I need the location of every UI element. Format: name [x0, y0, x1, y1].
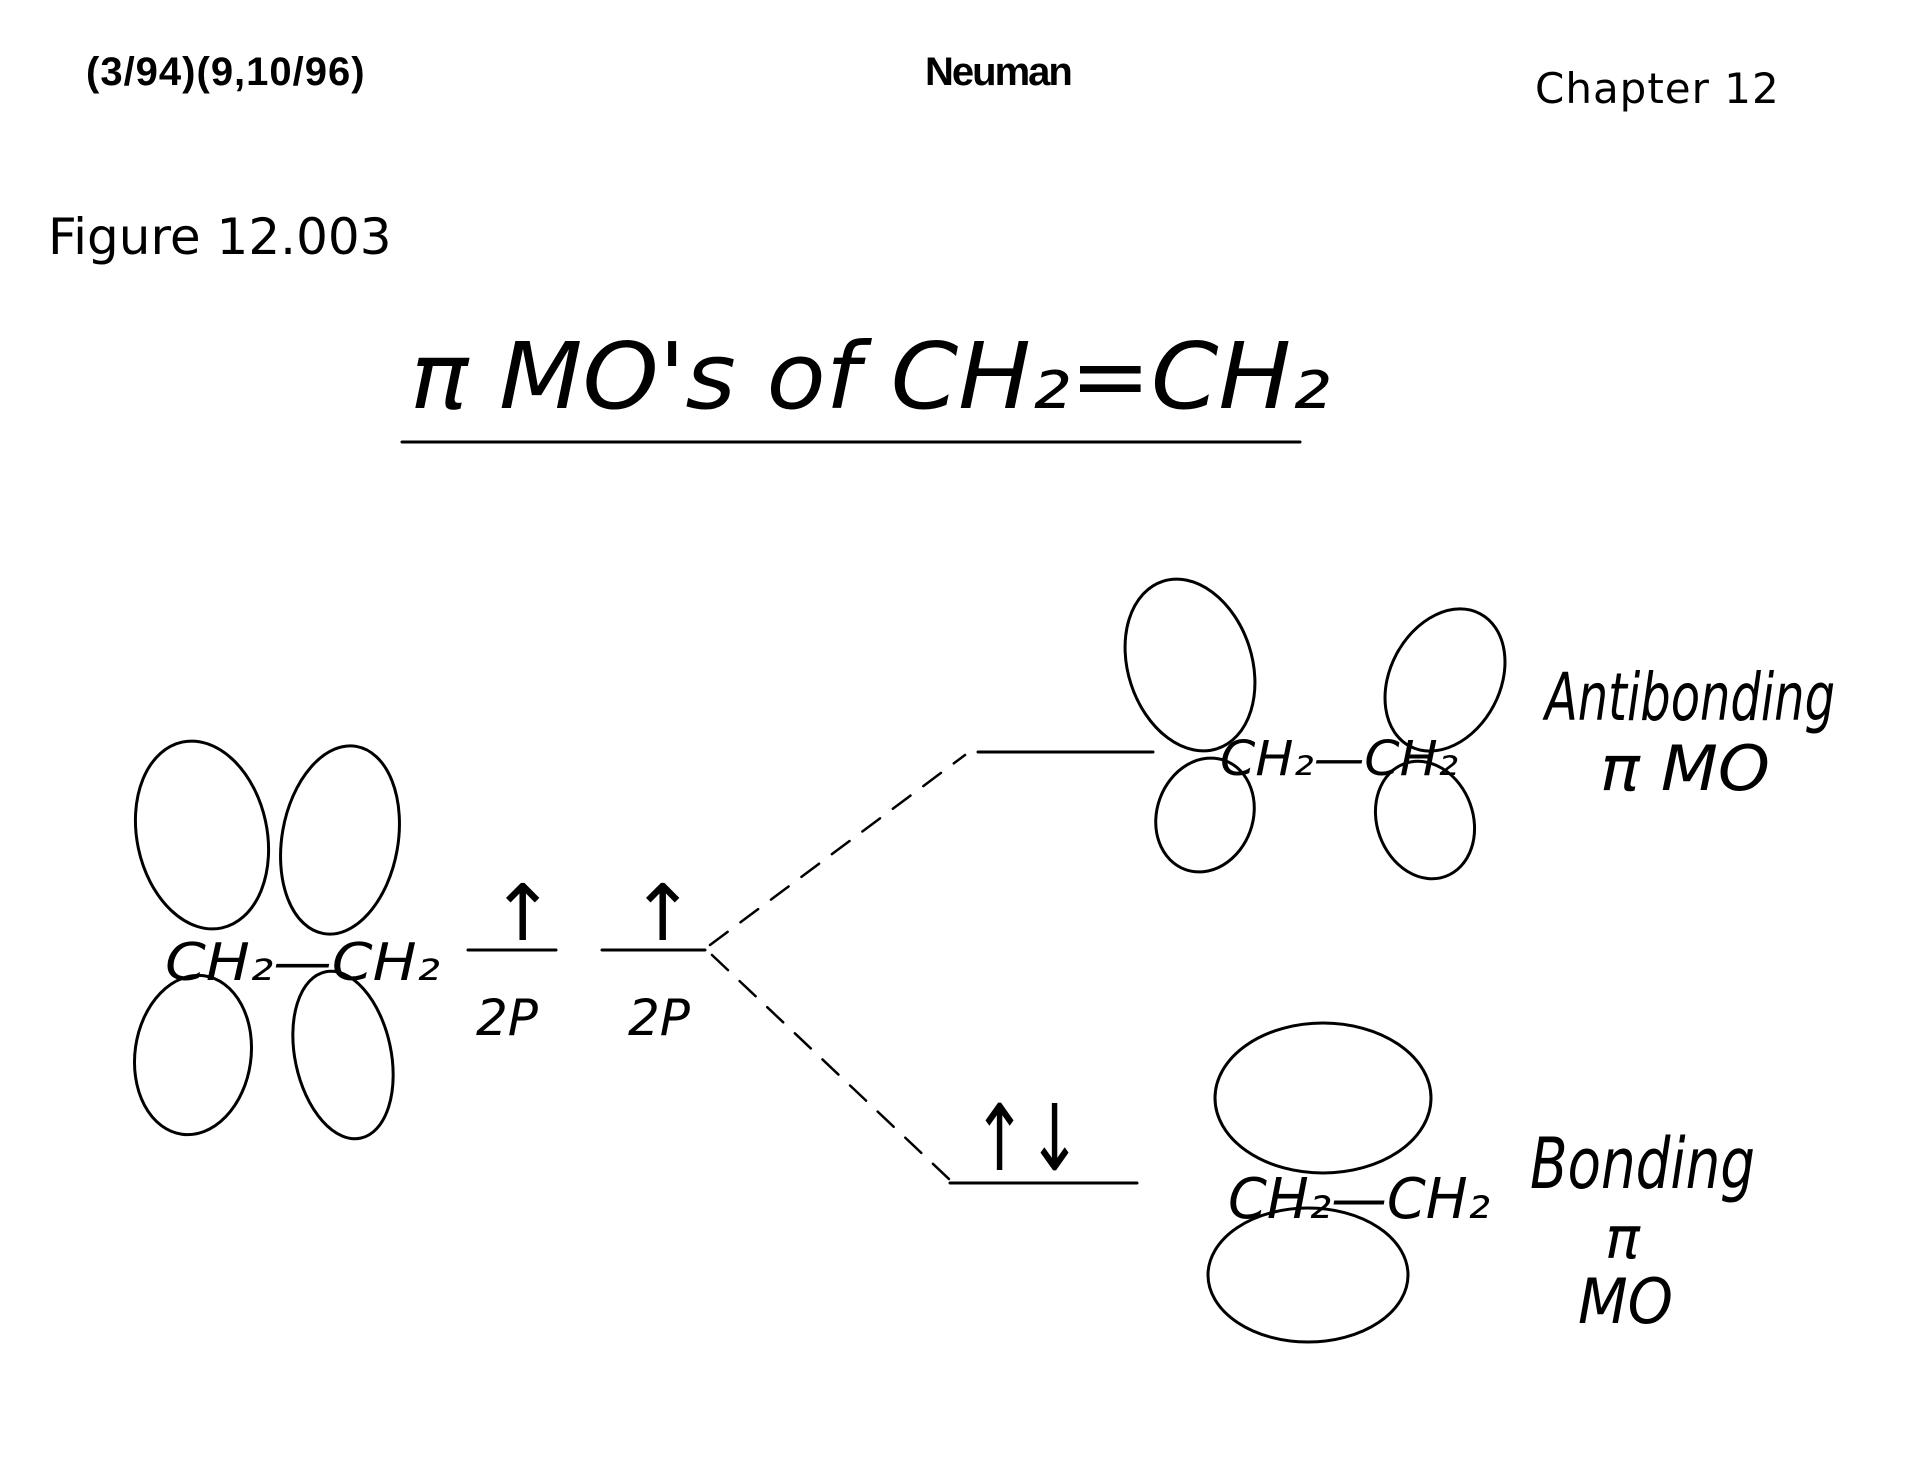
left-molecule-label: CH₂—CH₂	[165, 933, 440, 993]
antibonding-molecule-label: CH₂—CH₂	[1220, 731, 1458, 787]
atomic-level-1-label: 2P	[476, 989, 539, 1047]
bonding-molecule-label: CH₂—CH₂	[1228, 1167, 1490, 1232]
atomic-level-2-label: 2P	[628, 989, 691, 1047]
bonding-title-line3: MO	[1578, 1265, 1673, 1338]
author-name: Neuman	[925, 50, 1073, 94]
atomic-level-1-electron: ↑	[490, 869, 555, 959]
chapter-label: Chapter 12	[1535, 64, 1780, 113]
antibonding-orbitals	[1123, 577, 1507, 881]
bonding-electrons: ↑↓	[972, 1085, 1082, 1192]
revision-dates: (3/94)(9,10/96)	[86, 50, 366, 94]
bonding-orbitals	[1206, 1021, 1433, 1344]
correlation-line-antibonding	[708, 753, 967, 947]
figure-label: Figure 12.003	[48, 208, 392, 266]
bonding-title-line1: Bonding	[1530, 1123, 1755, 1205]
antibonding-title-line1: Antibonding	[1542, 659, 1835, 736]
antibonding-title-line2: π MO	[1600, 732, 1770, 805]
correlation-line-bonding	[710, 953, 952, 1182]
figure-title: π MO's of CH₂=CH₂	[410, 323, 1330, 430]
atomic-level-2-electron: ↑	[630, 869, 695, 959]
left-p-orbitals	[132, 739, 401, 1141]
bonding-title-line2: π	[1605, 1204, 1641, 1272]
